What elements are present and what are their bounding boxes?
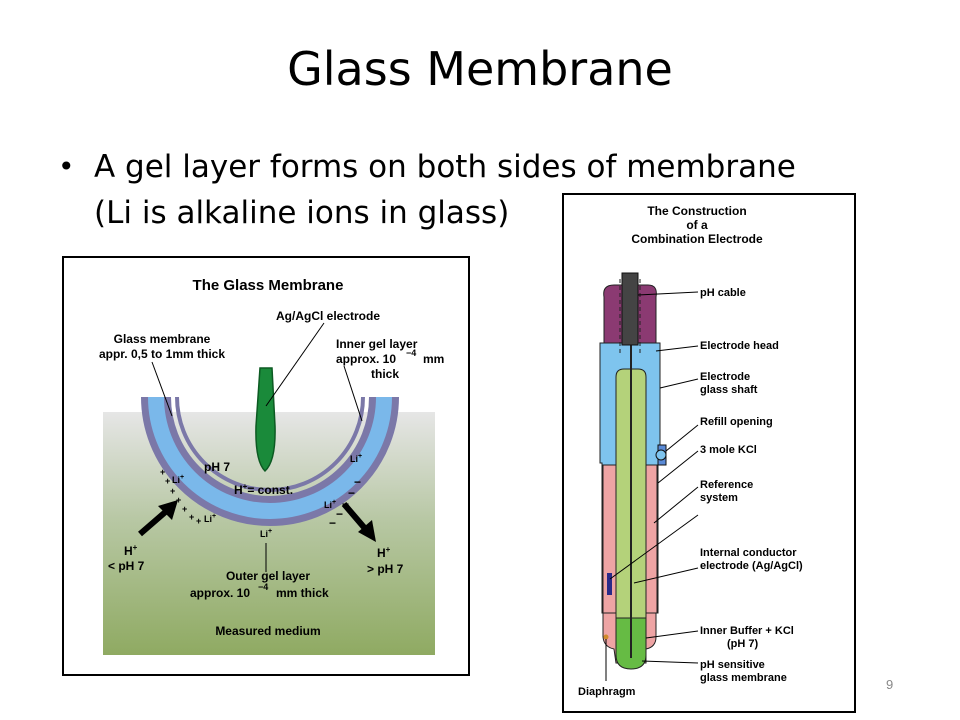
label-ph-sensitive-2: glass membrane (700, 672, 787, 684)
measured-medium-label: Measured medium (215, 624, 320, 638)
label-refill: Refill opening (700, 416, 773, 428)
label-electrode-2: glass shaft (700, 384, 758, 396)
leader-inner-buffer (645, 630, 699, 639)
outer-gel-exp: −4 (258, 582, 268, 592)
h-right-label-2: > pH 7 (367, 562, 404, 576)
inner-gel-label-2: approx. 10 (336, 352, 396, 366)
page-title: Glass Membrane (287, 42, 673, 96)
h-out-arrowhead (358, 520, 376, 542)
label-inner-buffer-1: Inner Buffer + KCl (700, 625, 794, 637)
leader-internal-conductor-2 (633, 567, 699, 584)
glass-membrane-band (148, 396, 392, 519)
inner-gel-label-3: mm (423, 352, 444, 366)
li-ion: Li+ (204, 513, 216, 524)
minus-sign: − (329, 516, 336, 530)
electrode-labels: pH cable Electrode head Electrode glass … (578, 287, 803, 698)
li-ion: Li+ (260, 528, 272, 539)
bullet-dot: • (58, 150, 75, 183)
ph-cable (621, 272, 639, 346)
label-diaphragm: Diaphragm (578, 686, 636, 698)
plus-sign: + (170, 486, 175, 496)
leader-ph-sensitive (641, 660, 699, 664)
label-inner-buffer-2: (pH 7) (727, 638, 759, 650)
h-left-label-2: < pH 7 (108, 559, 145, 573)
leader-kcl (657, 450, 699, 484)
label-reference-1: Reference (700, 479, 753, 491)
bullet-line-1: A gel layer forms on both sides of membr… (94, 149, 796, 185)
inner-gel-label-1: Inner gel layer (336, 337, 418, 351)
outer-gel-label-1: Outer gel layer (226, 569, 310, 583)
plus-sign: + (182, 504, 187, 514)
minus-sign: − (348, 486, 355, 500)
ag-agcl-electrode (255, 367, 276, 473)
h-in-arrowhead (158, 500, 178, 520)
plus-sign: + (160, 467, 165, 477)
label-reference-2: system (700, 492, 738, 504)
diaphragm (603, 634, 609, 640)
ag-agcl-leader (265, 322, 325, 407)
bullet-text: A gel layer forms on both sides of membr… (94, 144, 894, 236)
inner-gel-label-4: thick (371, 367, 399, 381)
slide-number: 9 (886, 677, 894, 692)
plus-sign: + (165, 476, 170, 486)
li-ion: Li+ (324, 499, 336, 510)
reference-element (607, 573, 612, 595)
right-title-2: of a (686, 218, 708, 232)
right-title-1: The Construction (647, 204, 746, 218)
bullet-line-2: (Li is alkaline ions in glass) (94, 195, 510, 231)
li-ions: Li+ Li+ Li+ Li+ Li+ (172, 453, 362, 539)
outer-gel-label-3: mm thick (276, 586, 329, 600)
inner-gel-band (175, 396, 365, 492)
plus-charges: + + + + + + + (160, 467, 201, 526)
leader-internal-conductor (609, 514, 699, 580)
label-internal-conductor-2: electrode (Ag/AgCl) (700, 560, 803, 572)
label-electrode-head: Electrode head (700, 340, 779, 352)
right-title-3: Combination Electrode (631, 232, 763, 246)
plus-sign: + (189, 512, 194, 522)
minus-sign: − (354, 475, 361, 489)
glass-membrane-label-1: Glass membrane (114, 332, 211, 346)
refill-cap (655, 449, 667, 461)
h-left-label-1: H+ (124, 543, 138, 558)
plus-sign: + (176, 495, 181, 505)
leader-electrode-head (655, 345, 699, 352)
plus-sign: + (196, 516, 201, 526)
label-internal-conductor-1: Internal conductor (700, 547, 797, 559)
leader-reference (653, 486, 699, 524)
left-figure-title: The Glass Membrane (193, 277, 344, 294)
li-ion: Li+ (350, 453, 362, 464)
h-const-label: H+= const. (234, 482, 293, 497)
li-ion: Li+ (172, 474, 184, 485)
ph7-label: pH 7 (204, 460, 230, 474)
glass-membrane-label-2: appr. 0,5 to 1mm thick (99, 347, 225, 361)
label-electrode-1: Electrode (700, 371, 750, 383)
leader-glass-shaft (659, 378, 699, 389)
outer-gel-label-2: approx. 10 (190, 586, 250, 600)
label-ph-sensitive-1: pH sensitive (700, 659, 765, 671)
glass-membrane-figure: The Glass Membrane Ag/AgCl electrode Gla… (62, 256, 470, 676)
glass-membrane-leader (151, 361, 173, 417)
ag-agcl-label: Ag/AgCl electrode (276, 309, 380, 323)
label-ph-cable: pH cable (700, 287, 746, 299)
inner-gel-leader (343, 365, 363, 422)
leader-refill (665, 424, 699, 452)
inner-gel-exp: −4 (406, 348, 416, 358)
combination-electrode-figure: The Construction of a Combination Electr… (562, 193, 856, 713)
leader-ph-cable (637, 291, 699, 296)
label-kcl: 3 mole KCl (700, 444, 757, 456)
minus-sign: − (336, 507, 343, 521)
h-right-label-1: H+ (377, 545, 391, 560)
